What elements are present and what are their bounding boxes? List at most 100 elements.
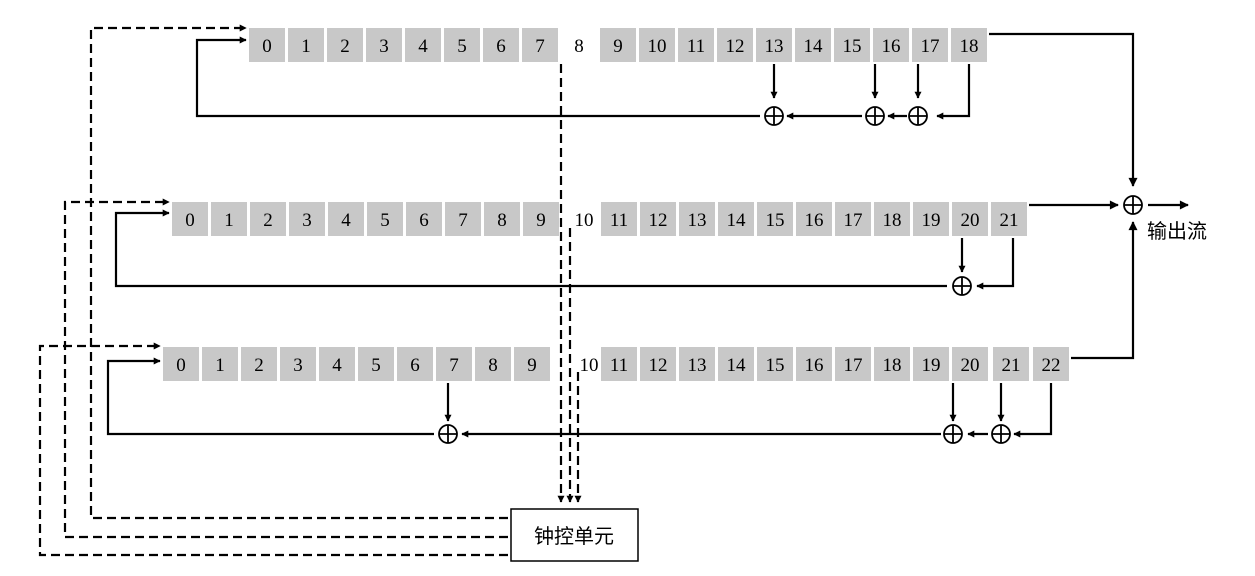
register-2-cell-13-label: 13: [688, 210, 707, 231]
register-1-cell-3: [366, 28, 402, 62]
register-2-cell-4: [328, 202, 364, 236]
register-1-cell-4: [405, 28, 441, 62]
register-3-cell-4: [319, 347, 355, 381]
register-2-cell-11: [601, 202, 637, 236]
register-1-cell-17: [912, 28, 948, 62]
register-1-cell-0-label: 0: [262, 36, 272, 57]
register-2-cell-21-label: 21: [1000, 210, 1019, 231]
register-1-cell-6: [483, 28, 519, 62]
output-combiner-wiring: [989, 32, 1189, 360]
register-3-cell-12: [640, 347, 676, 381]
xor-gate: [438, 424, 458, 444]
register-3-cell-6-label: 6: [410, 355, 420, 376]
register-1-cell-17-label: 17: [921, 36, 940, 57]
register-2-feedback: [114, 209, 1015, 290]
register-2-cell-15: [757, 202, 793, 236]
register-1-cell-6-label: 6: [496, 36, 506, 57]
register-1-cell-12: [717, 28, 753, 62]
register-2-cell-16-label: 16: [805, 210, 824, 231]
register-3-cell-11-label: 11: [610, 355, 628, 376]
register-1-cell-9-label: 9: [613, 36, 623, 57]
register-2-cell-5-label: 5: [380, 210, 390, 231]
register-3-cell-22: [1033, 347, 1069, 381]
register-1-cell-5-label: 5: [457, 36, 467, 57]
register-2-cell-12-label: 12: [649, 210, 668, 231]
register-3-cell-19: [913, 347, 949, 381]
register-3-cell-20-label: 20: [961, 355, 980, 376]
register-2-cell-9: [523, 202, 559, 236]
register-3-cell-12-label: 12: [649, 355, 668, 376]
register-3-cell-1-label: 1: [215, 355, 225, 376]
register-3-cell-2: [241, 347, 277, 381]
register-1-cell-8-label: 8: [574, 36, 584, 57]
clock-control-unit: 钟控单元: [510, 508, 639, 562]
register-1-cell-14: [795, 28, 831, 62]
register-1-cell-13-label: 13: [765, 36, 784, 57]
register-3-cell-14-label: 14: [727, 355, 747, 376]
register-3-cell-15-label: 15: [766, 355, 785, 376]
register-1-cell-7: [522, 28, 558, 62]
register-3-cell-3-label: 3: [293, 355, 303, 376]
register-2-cell-8-label: 8: [497, 210, 507, 231]
register-3-cell-2-label: 2: [254, 355, 264, 376]
register-3-cell-4-label: 4: [332, 355, 342, 376]
register-1-feedback: [195, 36, 971, 120]
register-2-cell-2-label: 2: [263, 210, 273, 231]
register-3-cell-17-label: 17: [844, 355, 863, 376]
output-xor-gate: [1123, 195, 1143, 215]
register-3-cell-18-label: 18: [883, 355, 902, 376]
register-2-cell-20-label: 20: [961, 210, 980, 231]
xor-gate: [764, 106, 784, 126]
register-2-cell-0: [172, 202, 208, 236]
register-1-cell-16-label: 16: [882, 36, 901, 57]
register-3-cell-16-label: 16: [805, 355, 824, 376]
register-2-cell-15-label: 15: [766, 210, 785, 231]
register-2-cell-4-label: 4: [341, 210, 351, 231]
register-2-cell-7: [445, 202, 481, 236]
register-2-cell-14-label: 14: [727, 210, 747, 231]
register-3-cell-21: [993, 347, 1029, 381]
register-3-cell-16: [796, 347, 832, 381]
register-3-cell-1: [202, 347, 238, 381]
register-3-cell-19-label: 19: [922, 355, 941, 376]
xor-gate: [943, 424, 963, 444]
register-3-cell-9-label: 9: [527, 355, 537, 376]
register-2-cell-11-label: 11: [610, 210, 628, 231]
register-3-cell-6: [397, 347, 433, 381]
register-2-cell-13: [679, 202, 715, 236]
register-1-cell-12-label: 12: [726, 36, 745, 57]
register-2-cell-16: [796, 202, 832, 236]
register-2-cell-1-label: 1: [224, 210, 234, 231]
register-3: 0 1 2 3 4 5 6 7 8 9 10 11 12 13 14 15 16…: [163, 347, 1069, 381]
register-2-cell-12: [640, 202, 676, 236]
register-1-cell-4-label: 4: [418, 36, 428, 57]
register-1-cell-13: [756, 28, 792, 62]
xor-gate: [908, 106, 928, 126]
register-1-cell-11-label: 11: [687, 36, 705, 57]
register-3-cell-0-label: 0: [176, 355, 186, 376]
register-1-cell-1-label: 1: [301, 36, 311, 57]
register-1-cell-10: [639, 28, 675, 62]
register-3-feedback: [106, 357, 1053, 438]
register-3-cell-21-label: 21: [1002, 355, 1021, 376]
register-3-cell-8-label: 8: [488, 355, 498, 376]
register-3-cell-18: [874, 347, 910, 381]
register-2-cell-1: [211, 202, 247, 236]
register-1-cell-18-label: 18: [960, 36, 979, 57]
register-2-cell-9-label: 9: [536, 210, 546, 231]
register-1-cell-10-label: 10: [648, 36, 667, 57]
register-2-cell-21: [991, 202, 1027, 236]
register-2-cell-7-label: 7: [458, 210, 468, 231]
register-1-cell-15: [834, 28, 870, 62]
register-1-cell-7-label: 7: [535, 36, 545, 57]
xor-gate: [952, 276, 972, 296]
register-2-cell-14: [718, 202, 754, 236]
register-2-cell-18-label: 18: [883, 210, 902, 231]
output-stream-label: 输出流: [1147, 219, 1207, 243]
register-1-cell-0: [249, 28, 285, 62]
register-3-cell-8: [475, 347, 511, 381]
register-2-cell-2: [250, 202, 286, 236]
register-3-cell-9: [514, 347, 550, 381]
register-2-cell-19: [913, 202, 949, 236]
